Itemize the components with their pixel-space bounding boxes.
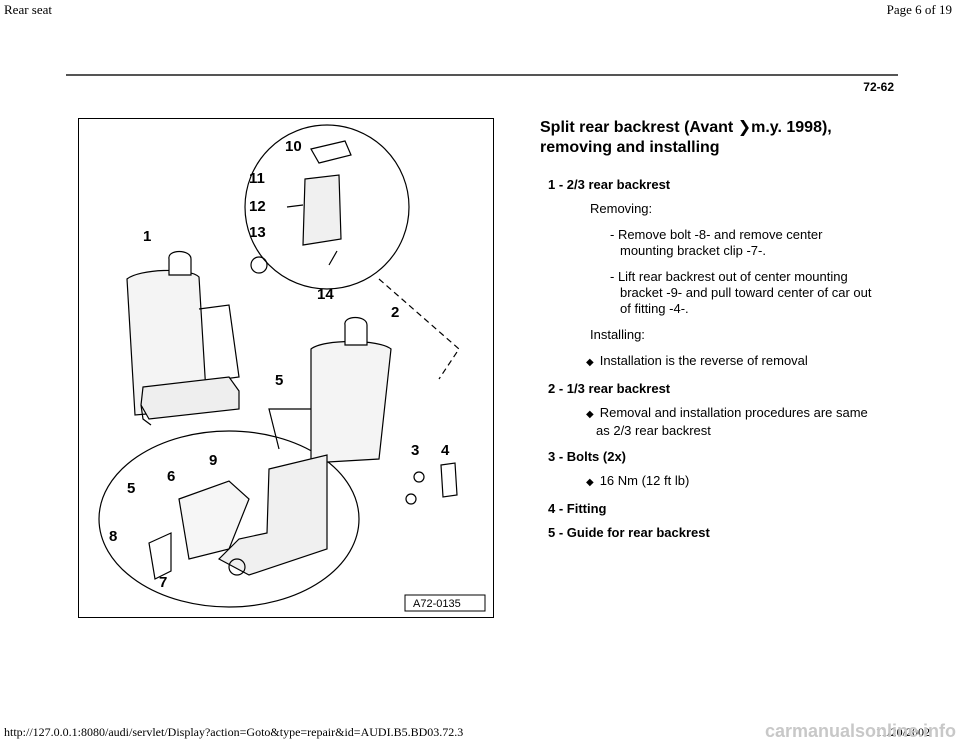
note-bullet: ◆Installation is the reverse of removal (586, 353, 808, 368)
exploded-diagram: 10 11 12 13 14 1 2 5 3 4 9 6 5 8 7 A72-0… (78, 118, 494, 618)
installing-label: Installing: (590, 327, 645, 342)
callout-5-top: 5 (275, 372, 283, 389)
footer-date: 11/20/2002 (875, 725, 930, 739)
item-title: 2 - 1/3 rear backrest (548, 381, 671, 396)
header-title: Rear seat (4, 2, 53, 17)
watermark: carmanualsonline.info (764, 721, 956, 741)
header-rule (66, 74, 898, 76)
callout-7: 7 (159, 574, 167, 591)
callout-9: 9 (209, 452, 217, 469)
callout-10: 10 (285, 138, 302, 155)
callout-1: 1 (143, 228, 151, 245)
detail-circle-bottom (98, 430, 360, 608)
item-title: 3 - Bolts (2x) (548, 449, 627, 464)
callout-8: 8 (109, 528, 117, 545)
procedure-step: - Lift rear backrest out of center mount… (610, 269, 872, 316)
diamond-bullet-icon: ◆ (586, 477, 594, 488)
figure-code: A72-0135 (413, 598, 461, 610)
item-title: 1 - 2/3 rear backrest (548, 177, 671, 192)
detail-circle-top (244, 124, 410, 290)
title-line1-suffix: m.y. 1998), (751, 119, 832, 136)
callout-12: 12 (249, 198, 266, 215)
callout-11: 11 (249, 170, 265, 187)
callout-3: 3 (411, 442, 419, 459)
item-title: 5 - Guide for rear backrest (548, 525, 710, 540)
title-line1-prefix: Split rear backrest (Avant (540, 119, 738, 136)
callout-14: 14 (317, 286, 334, 303)
callout-2: 2 (391, 304, 399, 321)
callout-6: 6 (167, 468, 175, 485)
callout-5: 5 (127, 480, 135, 497)
title-line2: removing and installing (540, 139, 720, 156)
diagram-drawing: 10 11 12 13 14 1 2 5 3 4 9 6 5 8 7 A72-0… (98, 124, 486, 612)
callout-4: 4 (441, 442, 450, 459)
footer-url[interactable]: http://127.0.0.1:8080/audi/servlet/Displ… (4, 725, 464, 739)
arrow-icon: ❯ (737, 119, 752, 136)
removing-label: Removing: (590, 201, 653, 216)
page-number: 72-62 (863, 80, 894, 94)
diamond-bullet-icon: ◆ (586, 409, 594, 420)
note-bullet: ◆Removal and installation procedures are… (586, 405, 868, 438)
note-bullet: ◆16 Nm (12 ft lb) (586, 473, 690, 488)
procedure-step: - Remove bolt -8- and remove center moun… (610, 227, 823, 258)
callout-13: 13 (249, 224, 266, 241)
diamond-bullet-icon: ◆ (586, 357, 594, 368)
section-title: Split rear backrest (Avant ❯m.y. 1998), … (540, 118, 880, 158)
page-indicator: Page 6 of 19 (886, 2, 952, 17)
parts-list: 1 - 2/3 rear backrest Removing: - Remove… (548, 177, 878, 549)
item-title: 4 - Fitting (548, 501, 607, 516)
